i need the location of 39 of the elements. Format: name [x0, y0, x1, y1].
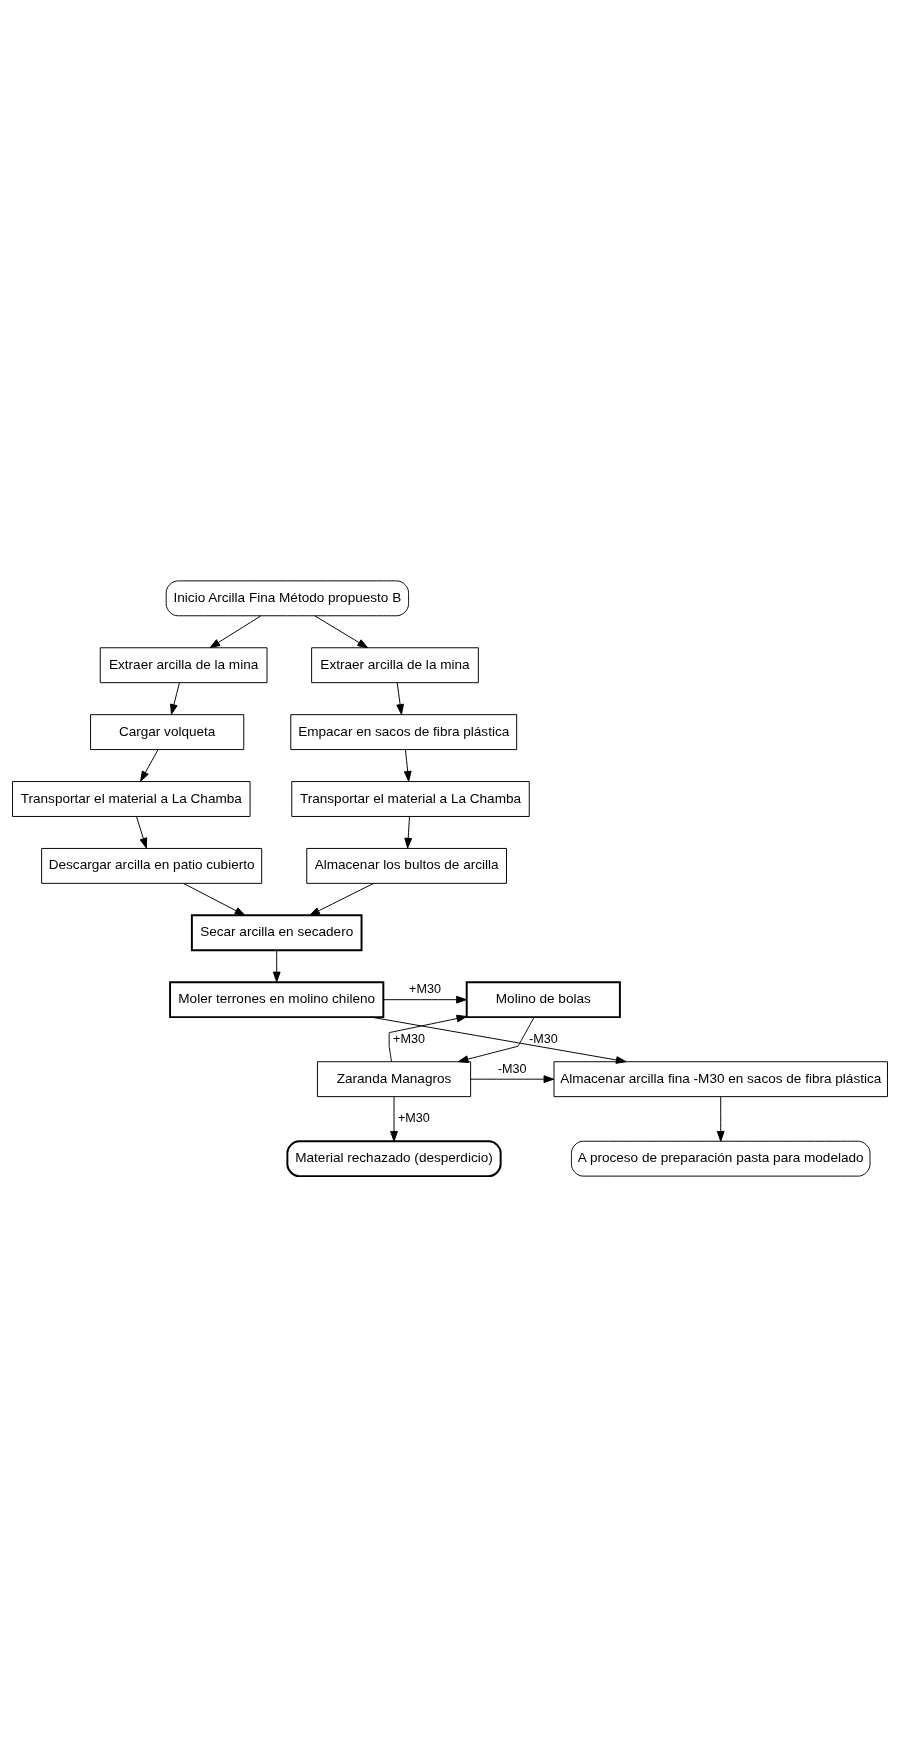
node-box: Moler terrones en molino chileno — [169, 981, 385, 1019]
node-box: Secar arcilla en secadero — [190, 914, 363, 952]
arrow — [370, 1016, 627, 1064]
node-box: Almacenar los bultos de arcilla — [306, 847, 507, 884]
node-box: Transportar el material a La Chamba — [12, 781, 251, 817]
node-box: Empacar en sacos de fibra plástica — [290, 714, 518, 751]
arrow — [170, 682, 180, 715]
arrow — [470, 1075, 555, 1084]
node-box: Zaranda Managros — [316, 1061, 472, 1098]
arrow — [383, 995, 467, 1004]
edge-label: -M30 — [528, 1031, 558, 1046]
edge-label: +M30 — [393, 1031, 425, 1046]
node-box: Almacenar arcilla fina -M30 en sacos de fibra plástica — [553, 1061, 888, 1098]
arrow — [396, 682, 404, 715]
arrow — [183, 882, 246, 916]
node-box: Extraer arcilla de la mina — [99, 647, 268, 684]
node-box: Transportar el material a La Chamba — [291, 781, 530, 817]
node-box: Material rechazado (desperdicio) — [286, 1140, 502, 1178]
arrow — [209, 615, 262, 649]
node-box: Molino de bolas — [465, 981, 621, 1019]
node-box: Inicio Arcilla Fina Método propuesto B — [165, 580, 410, 617]
node-box: A proceso de preparación pasta para modelado — [570, 1140, 871, 1177]
edge-label: +M30 — [409, 982, 441, 997]
arrow — [140, 749, 159, 782]
edge-label: +M30 — [397, 1111, 430, 1126]
arrow — [136, 816, 148, 849]
arrow — [388, 1014, 468, 1062]
node-box: Extraer arcilla de la mina — [311, 647, 479, 684]
arrow — [716, 1096, 725, 1142]
arrow — [457, 1016, 535, 1063]
arrow — [390, 1096, 398, 1142]
node-box: Cargar volqueta — [90, 714, 245, 751]
arrow — [309, 882, 374, 916]
arrow — [404, 816, 413, 849]
edge-label: -M30 — [497, 1061, 527, 1076]
arrow — [403, 749, 412, 782]
arrow — [272, 950, 281, 983]
arrow — [314, 615, 369, 649]
node-box: Descargar arcilla en patio cubierto — [41, 847, 263, 884]
